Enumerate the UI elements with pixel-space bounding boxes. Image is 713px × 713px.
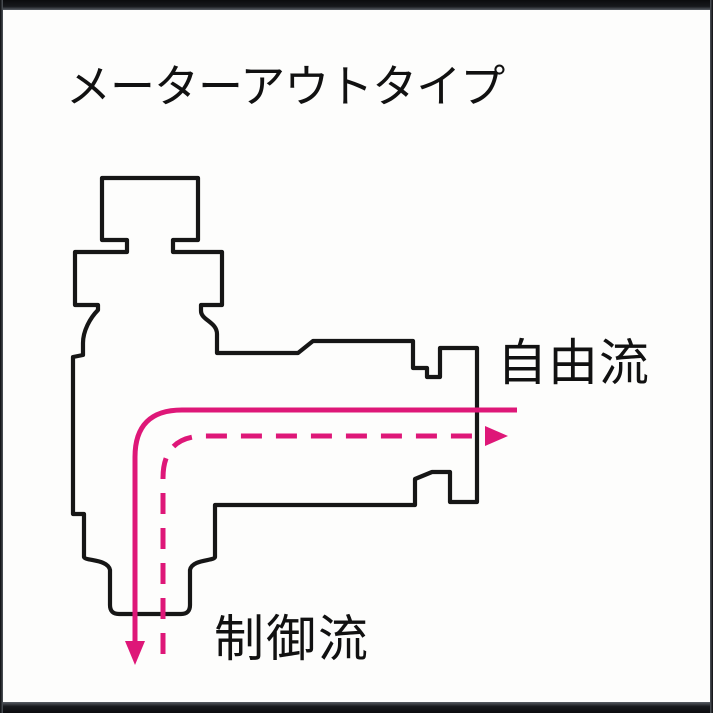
valve-outline-path [70, 175, 480, 617]
controlled-flow-arrowhead [485, 426, 508, 446]
page-title: メーターアウトタイプ [66, 61, 505, 112]
controlled-flow-label: 制御流 [214, 611, 370, 667]
frame-right-border [710, 0, 713, 713]
free-flow-arrowhead [125, 641, 145, 665]
controlled-flow-path [160, 433, 482, 654]
frame-left-border [0, 0, 3, 713]
frame-top-border [0, 0, 713, 10]
free-flow-line [125, 407, 517, 665]
free-flow-label: 自由流 [497, 335, 650, 391]
free-flow-path [132, 407, 517, 645]
controlled-flow-line [160, 426, 508, 654]
frame-bottom-border [0, 702, 713, 713]
